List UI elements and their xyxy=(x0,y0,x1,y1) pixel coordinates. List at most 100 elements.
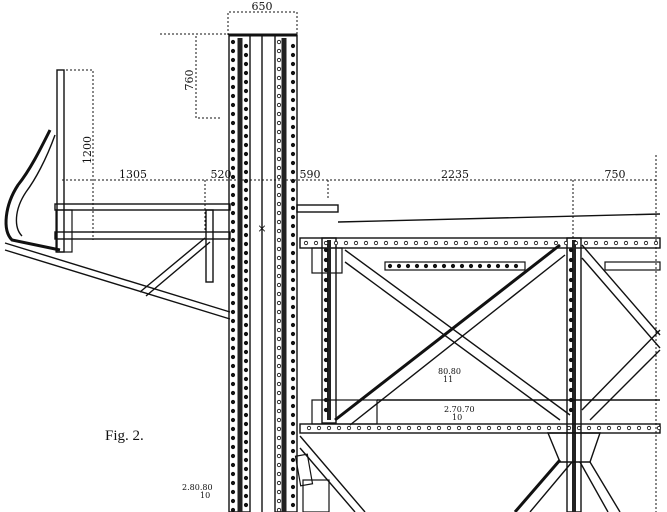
rivets xyxy=(230,39,662,512)
rivet xyxy=(306,425,312,431)
rivet xyxy=(243,196,249,202)
rivet xyxy=(230,282,236,288)
rivet xyxy=(396,263,402,269)
rivet xyxy=(290,88,296,94)
rivet xyxy=(426,425,432,431)
rivet xyxy=(290,97,296,103)
rivet xyxy=(230,111,236,117)
rivet xyxy=(230,84,236,90)
dim-520: 520 xyxy=(211,168,232,181)
dim-760: 760 xyxy=(183,70,196,91)
dim-2235: 2235 xyxy=(441,168,469,181)
rivet xyxy=(243,484,249,490)
rivet xyxy=(568,317,574,323)
rivet xyxy=(230,93,236,99)
rivet xyxy=(573,240,579,246)
rivet xyxy=(230,66,236,72)
rivet xyxy=(290,493,296,499)
rivet xyxy=(276,399,282,405)
rivet xyxy=(436,425,442,431)
rivet xyxy=(616,425,622,431)
rivet xyxy=(243,439,249,445)
rivet xyxy=(403,240,409,246)
rivet xyxy=(276,300,282,306)
rivet xyxy=(290,223,296,229)
rivet xyxy=(323,337,329,343)
rivet xyxy=(468,263,474,269)
rivet xyxy=(243,97,249,103)
rivet xyxy=(290,151,296,157)
rivet xyxy=(276,291,282,297)
rivet xyxy=(230,219,236,225)
rivet xyxy=(606,425,612,431)
rivet xyxy=(230,57,236,63)
rivet xyxy=(526,425,532,431)
rivet xyxy=(243,106,249,112)
rivet xyxy=(276,93,282,99)
rivet xyxy=(243,205,249,211)
rivet xyxy=(353,240,359,246)
rivet xyxy=(276,84,282,90)
rivet xyxy=(243,466,249,472)
rivet xyxy=(656,425,662,431)
rivet xyxy=(568,247,574,253)
rivet xyxy=(276,246,282,252)
rivet xyxy=(243,160,249,166)
rivet xyxy=(230,291,236,297)
rivet xyxy=(546,425,552,431)
rivet xyxy=(243,70,249,76)
rivet xyxy=(243,259,249,265)
rivet xyxy=(646,425,652,431)
rivet xyxy=(568,367,574,373)
rivet xyxy=(230,336,236,342)
rivet xyxy=(276,165,282,171)
rivet xyxy=(523,240,529,246)
rivet xyxy=(243,61,249,67)
rivet xyxy=(243,250,249,256)
rivet xyxy=(276,408,282,414)
rivet xyxy=(230,417,236,423)
rivet xyxy=(290,322,296,328)
rivet xyxy=(243,277,249,283)
rivet xyxy=(346,425,352,431)
rivet xyxy=(323,367,329,373)
rivet xyxy=(243,367,249,373)
rivet xyxy=(533,240,539,246)
rivet xyxy=(243,313,249,319)
rivet xyxy=(230,210,236,216)
rivet xyxy=(513,240,519,246)
rivet xyxy=(230,453,236,459)
figure-caption: Fig. 2. xyxy=(105,428,144,444)
rivet xyxy=(586,425,592,431)
rivet xyxy=(536,425,542,431)
rivet xyxy=(568,407,574,413)
rivet xyxy=(230,129,236,135)
cantilever-bracket xyxy=(4,69,231,320)
rivet xyxy=(290,232,296,238)
rivet xyxy=(230,192,236,198)
rivet xyxy=(276,66,282,72)
rivet xyxy=(290,385,296,391)
rivet xyxy=(276,228,282,234)
rivet xyxy=(243,304,249,310)
main-column xyxy=(228,33,298,512)
rivet xyxy=(243,394,249,400)
rivet xyxy=(276,174,282,180)
rivet xyxy=(290,295,296,301)
rivet xyxy=(243,358,249,364)
rivet xyxy=(503,240,509,246)
rivet xyxy=(643,240,649,246)
rivet xyxy=(276,273,282,279)
rivet xyxy=(633,240,639,246)
rivet xyxy=(230,435,236,441)
rivet xyxy=(495,263,501,269)
rivet xyxy=(276,480,282,486)
rivet xyxy=(323,297,329,303)
rivet xyxy=(323,387,329,393)
rivet xyxy=(323,357,329,363)
rivet xyxy=(230,75,236,81)
rivet xyxy=(290,358,296,364)
rivet xyxy=(243,376,249,382)
rivet xyxy=(276,201,282,207)
